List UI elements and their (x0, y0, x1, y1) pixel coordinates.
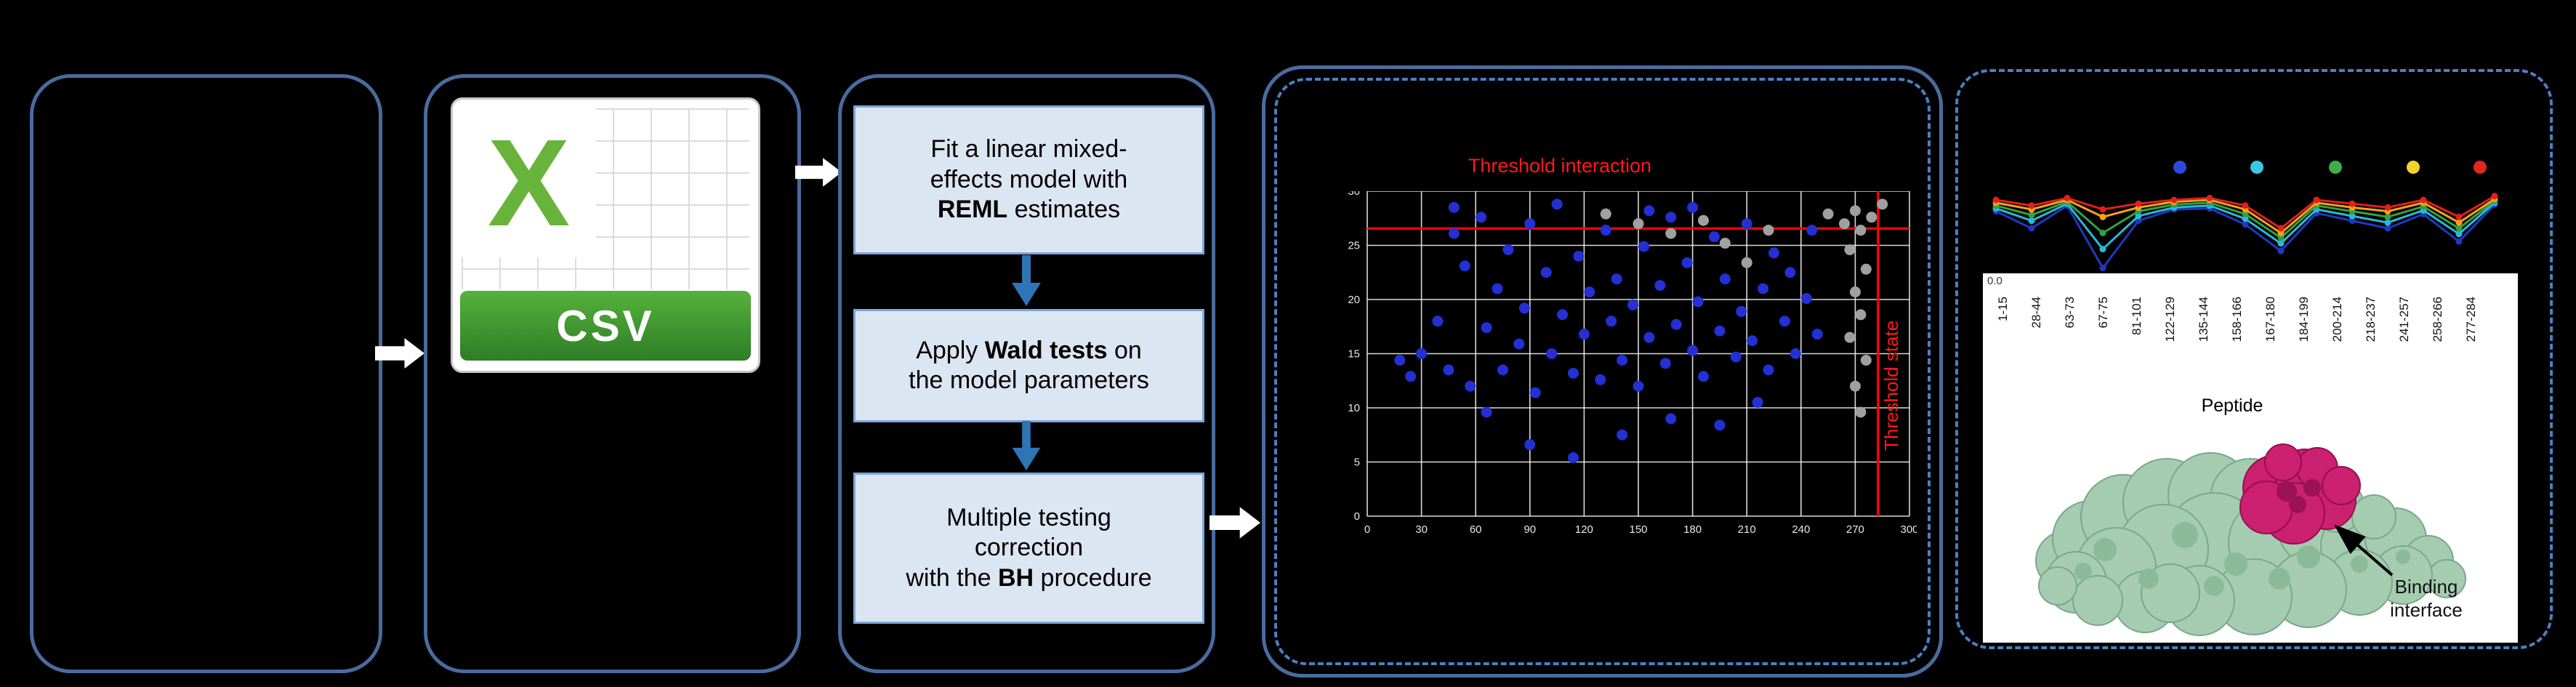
peptide-tick-label: 200-214 (2330, 297, 2344, 342)
excel-x-logo: X (487, 113, 571, 252)
svg-text:150: 150 (1629, 523, 1647, 536)
y-axis-tick: 0.0 (1987, 275, 2003, 287)
peptide-axis-panel: 0.0 1-15 28-44 63-73 67-75 81-101 122-129 135-… (1983, 273, 2518, 643)
svg-text:90: 90 (1524, 523, 1536, 536)
svg-text:25: 25 (1348, 240, 1360, 252)
csv-banner-label: CSV (556, 301, 655, 350)
svg-text:180: 180 (1683, 523, 1702, 536)
step-text-line: Apply Wald tests on (916, 336, 1142, 364)
excel-logo-pad: X (462, 108, 596, 257)
svg-text:20: 20 (1348, 294, 1360, 306)
uptake-line-chart (1992, 161, 2498, 272)
svg-text:0: 0 (1364, 523, 1370, 536)
svg-text:10: 10 (1348, 402, 1360, 414)
peptide-tick-label: 258-266 (2431, 297, 2444, 342)
down-arrow-icon (1012, 255, 1041, 306)
flow-arrow-icon (1209, 507, 1260, 539)
csv-input-box: X CSV (424, 74, 801, 673)
peptide-tick-label: 158-166 (2230, 297, 2244, 342)
step-text-line: with the BH procedure (906, 563, 1152, 592)
step-fit-model: Fit a linear mixed- effects model with R… (853, 105, 1204, 254)
peptide-tick-label: 218-237 (2364, 297, 2378, 342)
peptide-tick-label: 28-44 (2029, 297, 2043, 329)
down-arrow-icon (1012, 421, 1041, 470)
peptide-tick-label: 184-199 (2297, 297, 2311, 342)
peptide-results-box: 0.0 1-15 28-44 63-73 67-75 81-101 122-129 135-… (1955, 69, 2553, 649)
interaction-scatter-plot: 0 30 60 90 120 150 180 210 240 270 300 30 25 20 15 10 5 0 (1348, 191, 1917, 536)
step-text-line: effects model with (930, 165, 1128, 193)
svg-text:210: 210 (1738, 523, 1756, 536)
protein-structure-image: Binding interface (2035, 443, 2466, 636)
step-text-line: Fit a linear mixed- (930, 135, 1127, 164)
peptide-tick-label: 135-144 (2197, 297, 2210, 342)
binding-interface-label: interface (2390, 599, 2463, 621)
peptide-axis-title: Peptide (2201, 395, 2263, 416)
svg-text:120: 120 (1575, 523, 1593, 536)
svg-text:5: 5 (1354, 457, 1360, 469)
svg-text:270: 270 (1846, 523, 1864, 536)
step-text-line: correction (974, 534, 1084, 562)
step-text-line: REML estimates (937, 196, 1121, 224)
csv-banner: CSV (460, 291, 751, 361)
peptide-tick-label: 81-101 (2130, 297, 2144, 335)
svg-text:30: 30 (1348, 191, 1360, 198)
step-wald-tests: Apply Wald tests on the model parameters (853, 309, 1204, 422)
peptide-tick-label: 277-284 (2464, 297, 2478, 342)
step-bh-correction: Multiple testing correction with the BH … (853, 473, 1204, 624)
binding-interface-label: Binding (2395, 576, 2458, 598)
binding-interface-arrow (2333, 524, 2394, 576)
csv-file-icon: X CSV (451, 97, 760, 373)
peptide-tick-label: 241-257 (2397, 297, 2411, 342)
peptide-tick-label: 67-75 (2096, 297, 2110, 329)
svg-text:240: 240 (1792, 523, 1810, 536)
flow-arrow-icon (795, 158, 842, 187)
svg-text:60: 60 (1470, 523, 1482, 536)
svg-text:15: 15 (1348, 348, 1360, 361)
step-text-line: Multiple testing (946, 503, 1111, 531)
peptide-tick-label: 63-73 (2063, 297, 2077, 329)
peptide-tick-label: 167-180 (2263, 297, 2277, 342)
threshold-state-label: Threshold state (1880, 320, 1902, 451)
modelling-steps-box: Fit a linear mixed- effects model with R… (838, 74, 1215, 673)
peptide-tick-label: 1-15 (1996, 297, 2010, 322)
svg-text:300: 300 (1900, 523, 1917, 536)
peptide-tick-label: 122-129 (2163, 297, 2177, 342)
svg-text:30: 30 (1415, 523, 1428, 536)
raw-data-box (30, 74, 382, 673)
svg-text:0: 0 (1354, 510, 1360, 523)
flow-arrow-icon (375, 337, 424, 369)
threshold-interaction-label: Threshold interaction (1468, 155, 1652, 177)
step-text-line: the model parameters (909, 366, 1149, 394)
